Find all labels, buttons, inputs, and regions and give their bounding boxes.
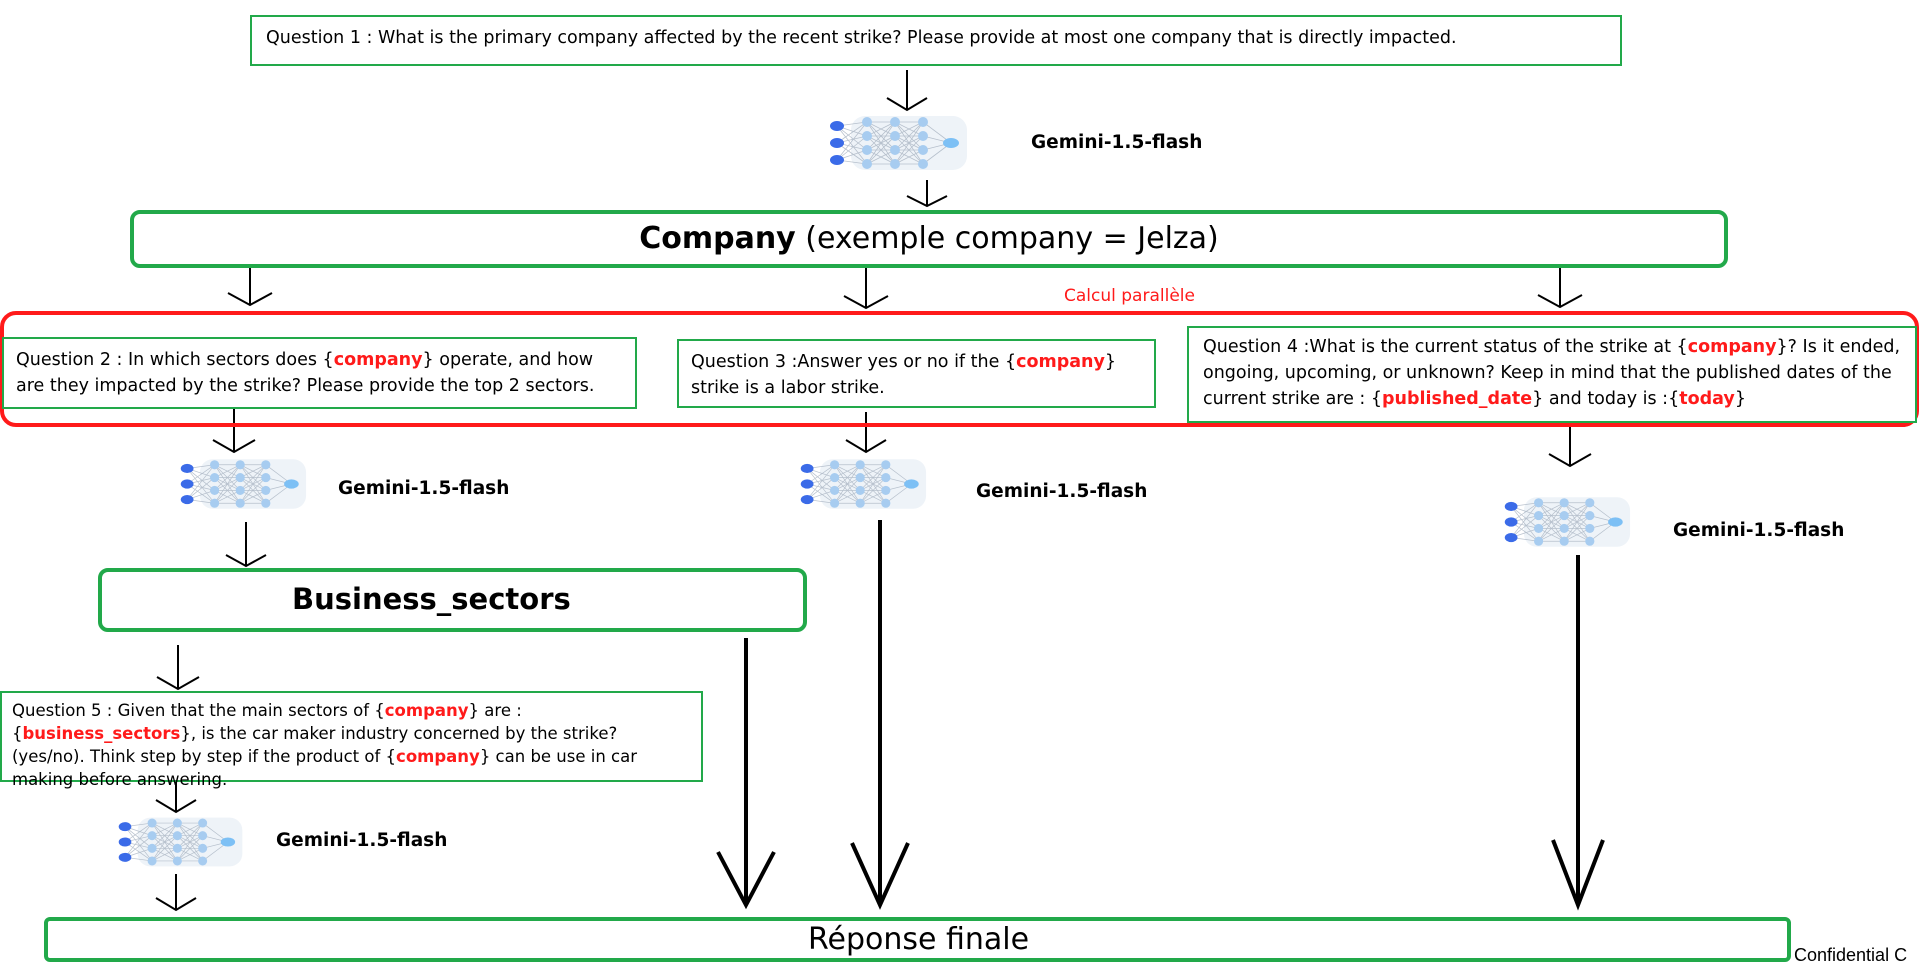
model-label-q4: Gemini-1.5-flash xyxy=(1673,520,1845,541)
question-2-text-end: } operate, and how are they impacted by … xyxy=(16,350,595,396)
var-company: company xyxy=(1687,337,1777,357)
var-business-sectors: business_sectors xyxy=(22,724,181,743)
question-1-box: Question 1 : What is the primary company… xyxy=(250,15,1622,66)
question-2-box: Question 2 : In which sectors does {comp… xyxy=(2,337,637,409)
question-4-text-3: } and today is :{ xyxy=(1532,389,1680,409)
model-label-q1: Gemini-1.5-flash xyxy=(1031,132,1203,153)
arrow-q4model-to-final xyxy=(1551,555,1605,911)
question-5-text-2: } are : { xyxy=(12,701,522,743)
question-3-box: Question 3 :Answer yes or no if the {com… xyxy=(677,339,1156,408)
model-label-q5: Gemini-1.5-flash xyxy=(276,830,448,851)
model-label-q2: Gemini-1.5-flash xyxy=(338,478,510,499)
arrow-q5-to-model xyxy=(155,779,197,814)
arrow-q4-to-model xyxy=(1548,422,1592,468)
question-4-text-4: } xyxy=(1734,389,1746,409)
company-label-bold: Company xyxy=(639,221,796,256)
arrow-q1-to-model xyxy=(886,70,928,112)
business-sectors-box: Business_sectors xyxy=(98,568,807,632)
confidential-footer: Confidential C xyxy=(1794,945,1908,965)
final-answer-box: Réponse finale xyxy=(44,917,1791,962)
question-5-text-3: }, is the car maker industry concerned b… xyxy=(12,724,618,766)
question-5-box: Question 5 : Given that the main sectors… xyxy=(0,691,703,789)
company-box: Company (exemple company = Jelza) xyxy=(130,210,1728,268)
question-3-text-end: } strike is a labor strike. xyxy=(691,352,1117,398)
var-company: company xyxy=(1016,352,1105,372)
var-company: company xyxy=(333,350,423,370)
neural-network-icon xyxy=(1504,497,1631,547)
arrow-model-to-business xyxy=(225,522,267,568)
arrow-q2-to-model xyxy=(212,408,256,454)
arrow-business-to-final xyxy=(716,638,776,910)
question-3-text: Question 3 :Answer yes or no if the { xyxy=(691,352,1017,372)
neural-network-icon xyxy=(180,459,307,509)
question-5-text: Question 5 : Given that the main sectors… xyxy=(12,701,385,720)
neural-network-icon xyxy=(830,116,967,170)
question-4-box: Question 4 :What is the current status o… xyxy=(1187,326,1917,423)
model-label-q3: Gemini-1.5-flash xyxy=(976,481,1148,502)
final-answer-label: Réponse finale xyxy=(808,922,1030,957)
var-company: company xyxy=(396,747,480,766)
arrow-model-to-company xyxy=(906,180,948,208)
var-published-date: published_date xyxy=(1382,389,1533,409)
var-today: today xyxy=(1679,389,1735,409)
neural-network-icon xyxy=(800,459,927,509)
arrow-model-to-final xyxy=(155,874,197,912)
company-example: (exemple company = Jelza) xyxy=(795,221,1219,256)
arrow-q3-to-model xyxy=(845,412,887,454)
question-4-text-2: }? Is it ended, ongoing, upcoming, or un… xyxy=(1203,337,1901,409)
business-sectors-label: Business_sectors xyxy=(292,582,571,616)
arrow-q3model-to-final xyxy=(850,520,910,910)
question-2-text: Question 2 : In which sectors does { xyxy=(16,350,334,370)
neural-network-icon xyxy=(118,817,243,867)
question-1-text: Question 1 : What is the primary company… xyxy=(266,28,1457,48)
var-company: company xyxy=(384,701,469,720)
question-5-text-4: } can be use in car making before answer… xyxy=(12,747,638,789)
parallel-calc-label: Calcul parallèle xyxy=(1064,286,1195,306)
arrow-business-to-q5 xyxy=(156,645,200,691)
question-4-text: Question 4 :What is the current status o… xyxy=(1203,337,1688,357)
